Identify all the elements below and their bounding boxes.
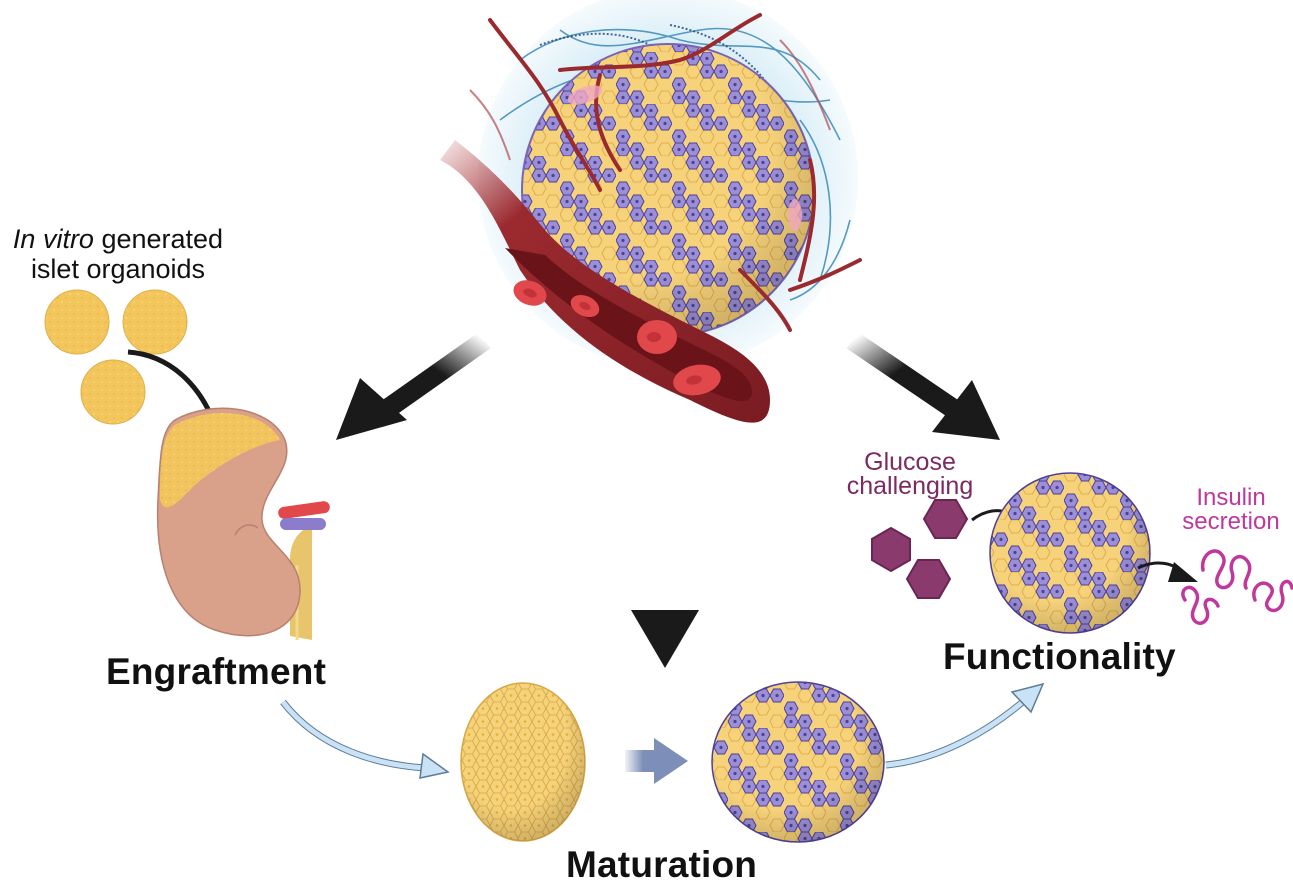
- source-label-line1: generated: [93, 224, 224, 254]
- immature-organoid-icon: [460, 682, 586, 842]
- organoid-source-label: In vitro generated islet organoids: [2, 224, 234, 284]
- functional-organoid-icon: [989, 472, 1151, 634]
- arrow-to-maturation: [631, 520, 699, 668]
- islet-organoid-group: [44, 289, 188, 425]
- glucose-label-line1: Glucose: [864, 448, 956, 476]
- insulin-label-line1: Insulin: [1196, 484, 1266, 511]
- stage-title-functionality: Functionality: [943, 636, 1176, 677]
- blood-vessel-icon: [440, 140, 770, 423]
- stage-title-maturation: Maturation: [566, 844, 758, 885]
- insulin-molecule-group: [1181, 549, 1293, 625]
- arrow-to-functionality: [846, 331, 1000, 440]
- flow-arrow-engraftment-to-maturation: [280, 699, 450, 779]
- insulin-secretion-label: Insulin secretion: [1168, 486, 1293, 534]
- insulin-label-line2: secretion: [1182, 508, 1280, 535]
- flow-arrow-maturation-to-functionality: [885, 682, 1045, 769]
- source-label-line2: islet organoids: [30, 254, 206, 284]
- arrow-to-engraftment: [336, 331, 491, 440]
- glucose-challenging-label: Glucose challenging: [840, 448, 980, 500]
- glucose-label-line2: challenging: [846, 472, 974, 500]
- glucose-hexagon-group: [871, 499, 969, 599]
- maturation-arrow: [625, 738, 688, 784]
- mature-organoid-icon: [711, 681, 885, 843]
- stage-title-engraftment: Engraftment: [106, 651, 327, 692]
- kidney-icon: [156, 407, 330, 640]
- arrow-organoid-to-insulin: [1137, 561, 1198, 582]
- source-label-italic: In vitro: [12, 224, 94, 254]
